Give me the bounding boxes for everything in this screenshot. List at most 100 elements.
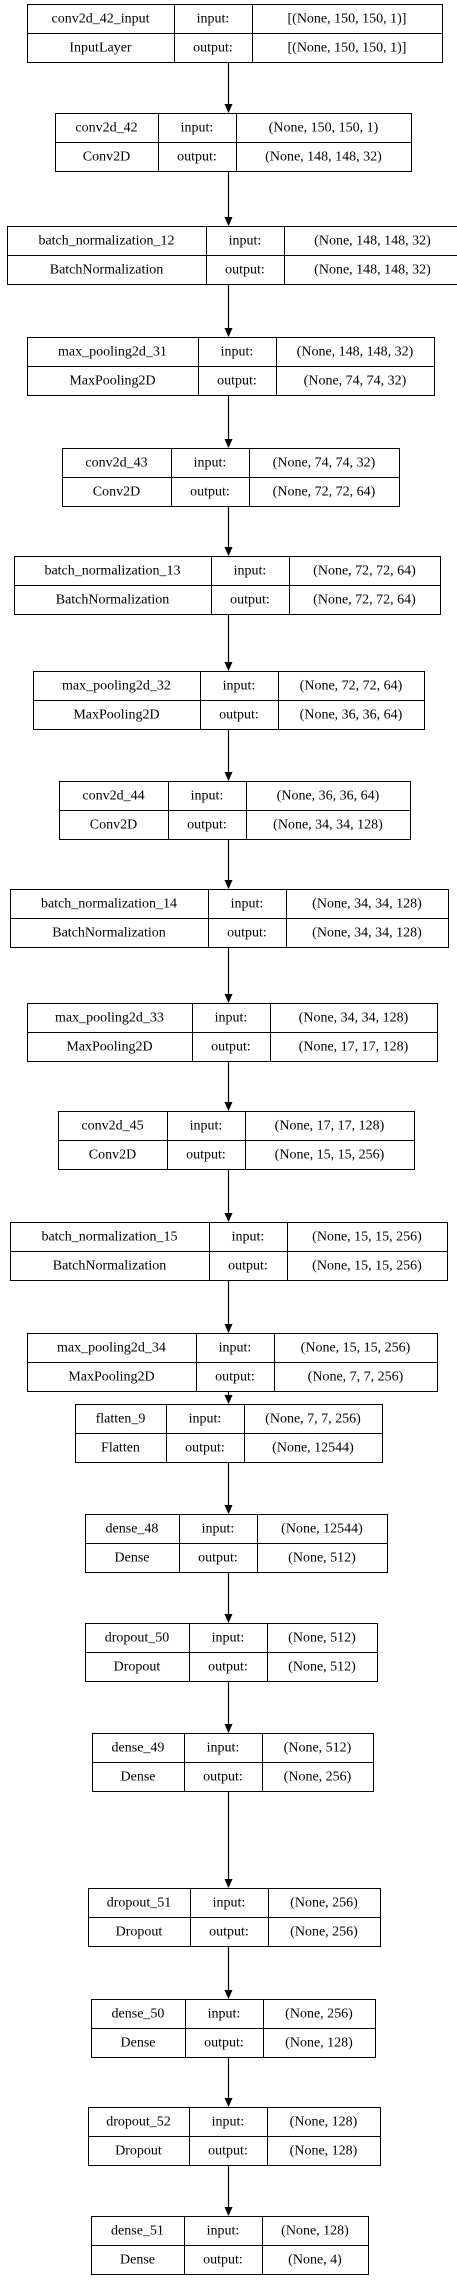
layer-type: Dense	[121, 2036, 156, 2051]
layer-type: MaxPooling2D	[66, 1040, 152, 1055]
input-label: input:	[215, 1011, 248, 1026]
layer-node: max_pooling2d_32MaxPooling2Dinput:output…	[33, 671, 425, 730]
layer-name: batch_normalization_14	[41, 897, 177, 912]
output-shape: (None, 512)	[288, 1660, 356, 1675]
layer-type: InputLayer	[69, 41, 132, 56]
layer-name: max_pooling2d_31	[58, 345, 167, 360]
input-shape: (None, 150, 150, 1)	[269, 121, 379, 136]
layer-type: Dropout	[115, 2144, 162, 2159]
input-label: input:	[190, 1119, 223, 1134]
layer-name: dense_50	[112, 2007, 165, 2022]
input-label: input:	[181, 121, 214, 136]
input-shape: (None, 256)	[285, 2007, 353, 2022]
output-shape: (None, 72, 72, 64)	[273, 485, 376, 500]
input-shape: (None, 7, 7, 256)	[265, 1412, 361, 1427]
output-label: output:	[204, 2036, 244, 2051]
layer-name: dropout_50	[105, 1631, 170, 1646]
input-label: input:	[219, 1341, 252, 1356]
output-label: output:	[186, 1148, 226, 1163]
layer-name: flatten_9	[96, 1412, 146, 1427]
input-shape: (None, 12544)	[281, 1522, 363, 1537]
output-shape: (None, 74, 74, 32)	[304, 374, 407, 389]
layer-type: Dense	[115, 1551, 150, 1566]
layer-type: BatchNormalization	[50, 263, 164, 278]
layer-type: MaxPooling2D	[69, 374, 155, 389]
output-shape: (None, 15, 15, 256)	[275, 1148, 385, 1163]
output-shape: [(None, 150, 150, 1)]	[288, 41, 407, 56]
input-shape: (None, 512)	[284, 1741, 352, 1756]
layer-name: conv2d_42	[75, 121, 137, 136]
layer-name: max_pooling2d_33	[55, 1011, 164, 1026]
output-shape: (None, 512)	[288, 1551, 356, 1566]
output-label: output:	[219, 708, 259, 723]
output-shape: (None, 36, 36, 64)	[300, 708, 403, 723]
input-shape: (None, 15, 15, 256)	[301, 1341, 411, 1356]
layer-node: batch_normalization_13BatchNormalization…	[14, 556, 441, 615]
input-shape: (None, 72, 72, 64)	[313, 564, 416, 579]
output-label: output:	[185, 1441, 225, 1456]
input-label: input:	[194, 456, 227, 471]
input-label: input:	[234, 564, 267, 579]
input-label: input:	[231, 897, 264, 912]
output-label: output:	[208, 2144, 248, 2159]
output-label: output:	[225, 263, 265, 278]
output-shape: (None, 256)	[290, 1925, 358, 1940]
output-shape: (None, 34, 34, 128)	[312, 926, 422, 941]
output-label: output:	[211, 1040, 251, 1055]
output-label: output:	[203, 2253, 243, 2268]
input-label: input:	[202, 1522, 235, 1537]
input-label: input:	[212, 1631, 245, 1646]
output-shape: (None, 256)	[284, 1770, 352, 1785]
output-shape: (None, 17, 17, 128)	[299, 1040, 409, 1055]
input-shape: (None, 148, 148, 32)	[297, 345, 414, 360]
output-label: output:	[230, 593, 270, 608]
input-shape: (None, 34, 34, 128)	[312, 897, 422, 912]
layer-name: batch_normalization_13	[44, 564, 180, 579]
input-label: input:	[229, 234, 262, 249]
output-shape: (None, 34, 34, 128)	[273, 818, 383, 833]
input-label: input:	[221, 345, 254, 360]
layer-name: conv2d_42_input	[52, 12, 150, 27]
layer-type: MaxPooling2D	[73, 708, 159, 723]
layer-type: Flatten	[101, 1441, 140, 1456]
layer-type: MaxPooling2D	[68, 1370, 154, 1385]
input-shape: (None, 36, 36, 64)	[277, 789, 380, 804]
output-shape: (None, 128)	[285, 2036, 353, 2051]
input-shape: (None, 15, 15, 256)	[312, 1230, 422, 1245]
output-label: output:	[215, 1370, 255, 1385]
layer-type: Conv2D	[93, 485, 140, 500]
layer-node: batch_normalization_12BatchNormalization…	[7, 226, 457, 285]
input-label: input:	[223, 679, 256, 694]
layer-type: BatchNormalization	[56, 593, 170, 608]
output-label: output:	[209, 1925, 249, 1940]
layer-name: dropout_52	[106, 2115, 171, 2130]
output-shape: (None, 12544)	[272, 1441, 354, 1456]
layer-node: max_pooling2d_31MaxPooling2Dinput:output…	[27, 337, 435, 396]
layer-type: Dense	[120, 2253, 155, 2268]
output-label: output:	[198, 1551, 238, 1566]
layer-type: Dropout	[116, 1925, 163, 1940]
input-label: input:	[208, 2007, 241, 2022]
input-label: input:	[189, 1412, 222, 1427]
input-label: input:	[213, 1896, 246, 1911]
layer-type: Conv2D	[90, 818, 137, 833]
input-label: input:	[197, 12, 230, 27]
layer-name: dense_48	[106, 1522, 159, 1537]
output-shape: (None, 148, 148, 32)	[265, 150, 382, 165]
output-label: output:	[177, 150, 217, 165]
layer-type: BatchNormalization	[52, 926, 166, 941]
layer-name: max_pooling2d_34	[57, 1341, 166, 1356]
